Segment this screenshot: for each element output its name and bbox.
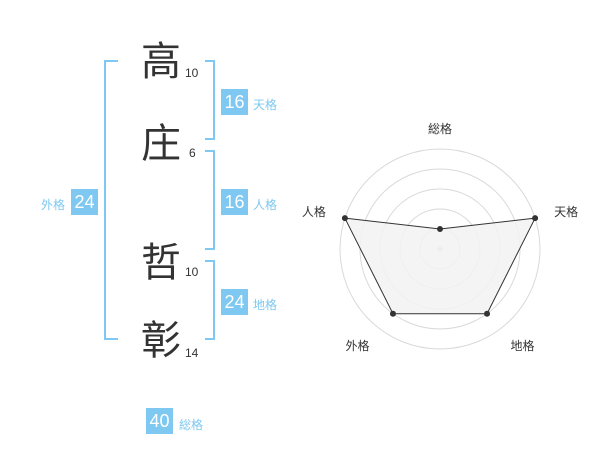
radar-rings [339,148,541,350]
stroke-count-1: 10 [185,66,199,80]
name-char-4: 彰 [141,318,181,364]
tenkaku-bracket [205,60,215,140]
tenkaku-score: 16 [221,89,248,115]
radar-point-1 [532,215,539,222]
radar-axis-label: 外格 [345,338,369,353]
soukaku-score: 40 [146,408,173,434]
radar-point-4 [341,215,348,222]
name-char-3: 哲 [141,240,181,286]
radar-axis-label: 地格 [511,338,535,353]
radar-ring [359,168,521,330]
radar-point-3 [389,310,396,317]
chikaku-bracket [205,260,215,340]
gaikaku-bracket [104,60,118,340]
chikaku-label: 地格 [253,298,278,312]
radar-data-polygon [344,217,536,315]
radar-axis-label: 総格 [428,121,452,136]
soukaku-label: 総格 [179,418,204,432]
stroke-count-3: 10 [185,265,199,279]
radar-axis-label: 天格 [554,204,578,219]
radar-ring [379,188,501,310]
name-char-2: 庄 [141,121,181,167]
stroke-count-4: 14 [185,346,199,360]
chikaku-score: 24 [221,289,248,315]
name-char-1: 高 [141,39,181,85]
radar-ring [339,148,541,350]
jinkaku-score: 16 [221,189,248,215]
radar-center [437,246,443,252]
jinkaku-bracket [205,150,215,250]
radar-axis-label: 人格 [302,204,326,219]
radar-point-2 [484,310,491,317]
radar-ring [399,208,481,290]
stroke-count-2: 6 [189,146,196,160]
radar-point-0 [437,226,443,232]
radar-points [341,215,539,317]
tenkaku-label: 天格 [253,98,278,112]
jinkaku-label: 人格 [253,198,278,212]
gaikaku-label: 外格 [41,198,66,212]
radar-ring [419,228,461,270]
gaikaku-score: 24 [71,189,98,215]
